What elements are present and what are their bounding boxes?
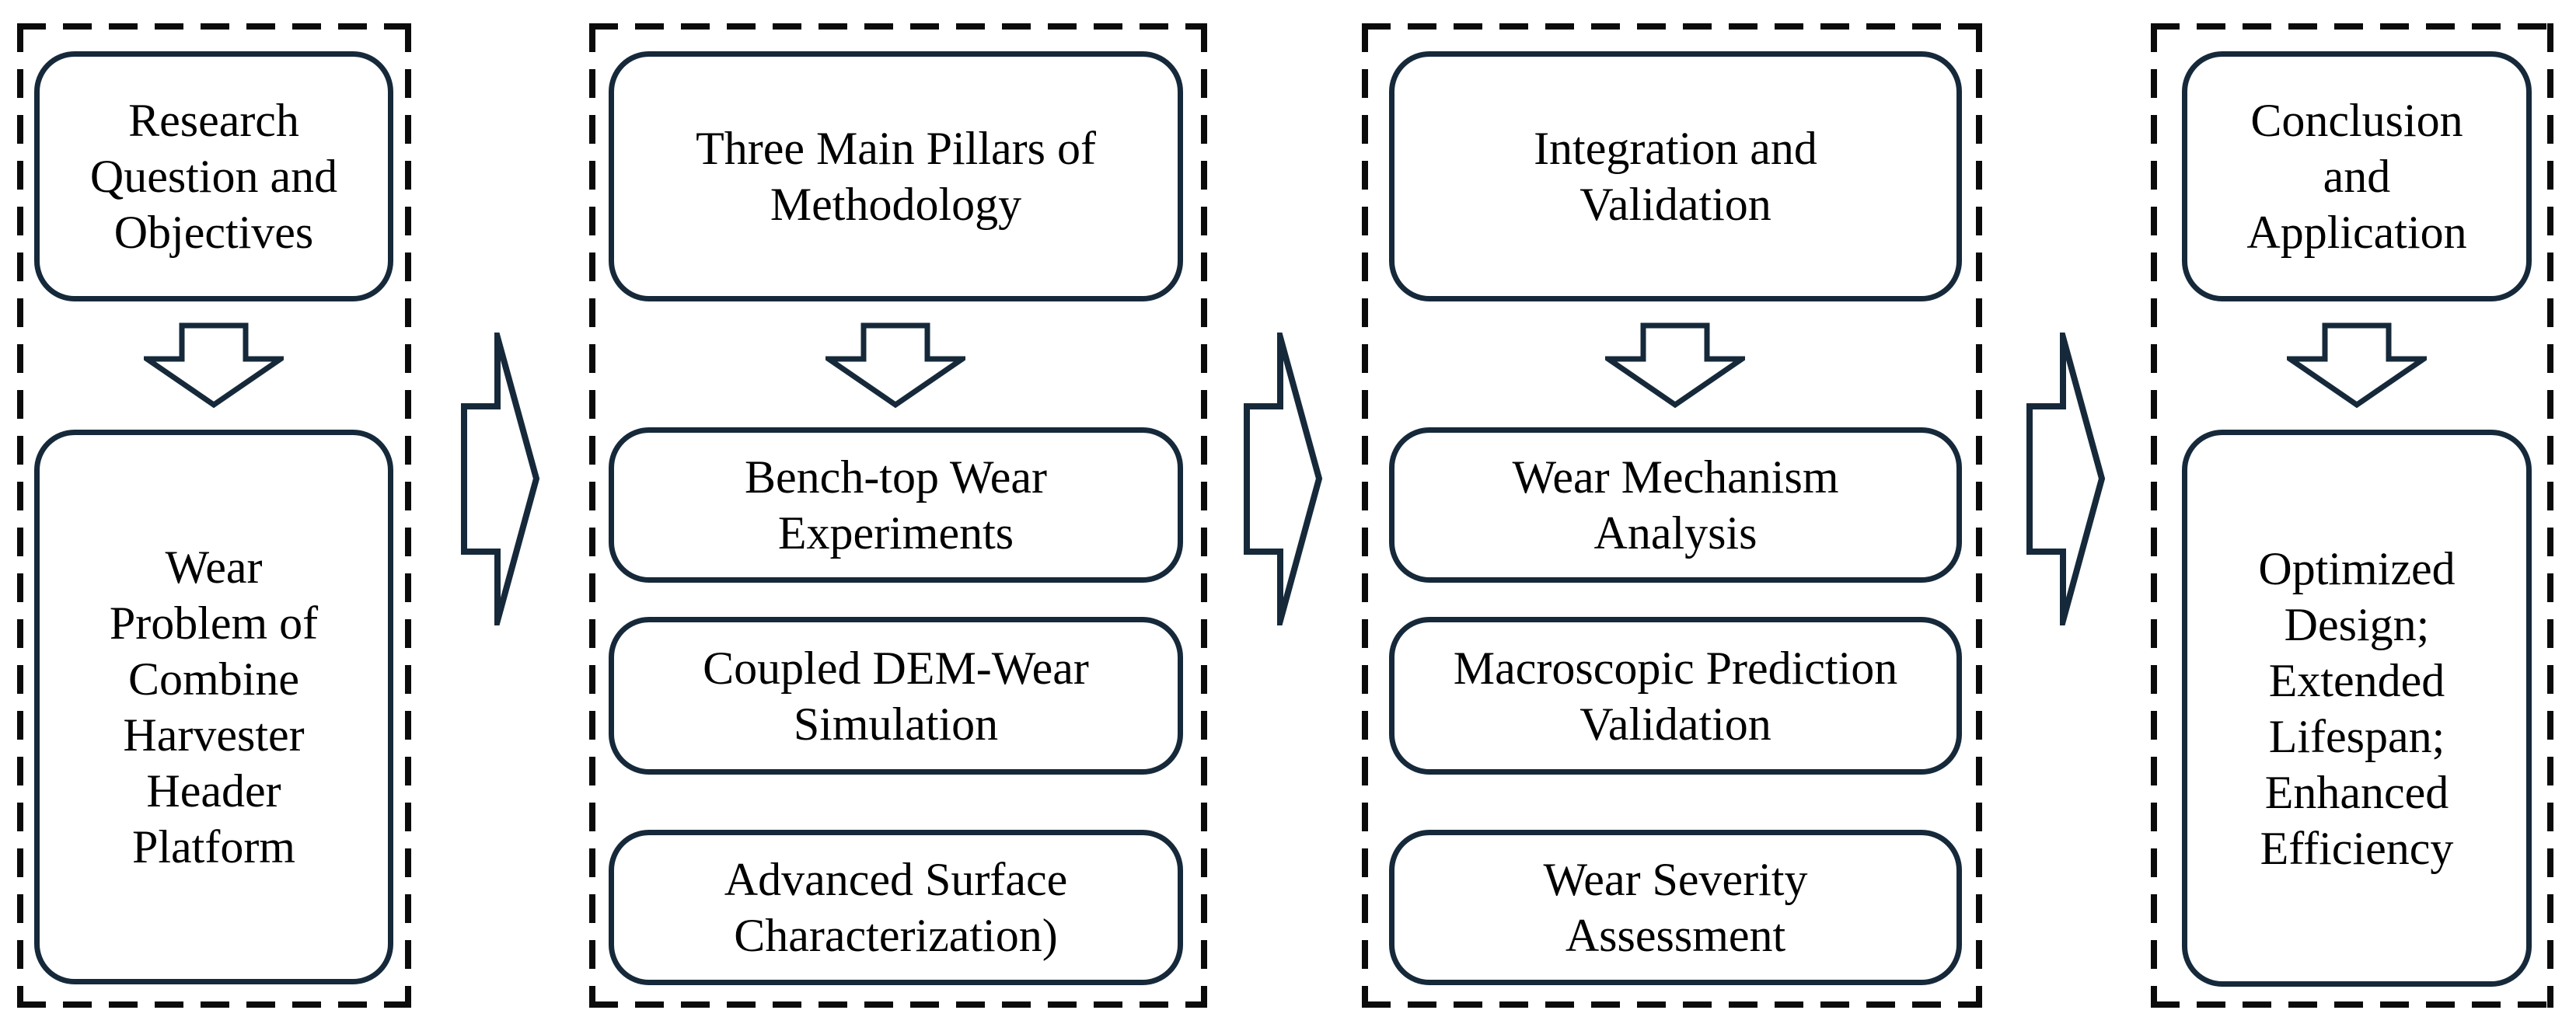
flow-box-surface-characterization: Advanced Surface Characterization) bbox=[609, 830, 1183, 985]
flow-box-label: Advanced Surface Characterization) bbox=[724, 854, 1068, 961]
flow-box-wear-severity-assessment: Wear Severity Assessment bbox=[1389, 830, 1962, 985]
flow-box-label: Bench-top Wear Experiments bbox=[745, 451, 1047, 559]
right-arrow-icon bbox=[1244, 333, 1323, 625]
stage-panel-methodology: Three Main Pillars of Methodology Bench-… bbox=[589, 23, 1207, 1008]
stage-panel-integration-validation: Integration and Validation Wear Mechanis… bbox=[1362, 23, 1982, 1008]
flow-box-label: Wear Mechanism Analysis bbox=[1512, 451, 1839, 559]
flow-box-conclusion-application: Conclusion and Application bbox=[2182, 51, 2532, 301]
flow-box-label: Integration and Validation bbox=[1534, 123, 1817, 230]
stage-panel-problem-definition: Research Question and Objectives Wear Pr… bbox=[17, 23, 411, 1008]
flow-box-optimized-outcomes: Optimized Design; Extended Lifespan; Enh… bbox=[2182, 430, 2532, 987]
flow-box-dem-wear-simulation: Coupled DEM-Wear Simulation bbox=[609, 617, 1183, 775]
flow-box-label: Wear Problem of Combine Harvester Header… bbox=[109, 542, 319, 873]
flow-box-label: Macroscopic Prediction Validation bbox=[1453, 642, 1898, 750]
right-arrow-icon bbox=[2026, 333, 2106, 625]
flow-box-wear-problem: Wear Problem of Combine Harvester Header… bbox=[34, 430, 393, 984]
stage-panel-conclusion: Conclusion and Application Optimized Des… bbox=[2151, 23, 2553, 1008]
down-arrow-icon bbox=[2287, 322, 2427, 408]
flow-box-benchtop-experiments: Bench-top Wear Experiments bbox=[609, 427, 1183, 583]
flow-box-integration-validation: Integration and Validation bbox=[1389, 51, 1962, 301]
flow-box-macroscopic-prediction: Macroscopic Prediction Validation bbox=[1389, 617, 1962, 775]
flow-box-research-question: Research Question and Objectives bbox=[34, 51, 393, 301]
flow-box-wear-mechanism-analysis: Wear Mechanism Analysis bbox=[1389, 427, 1962, 583]
flow-box-label: Research Question and Objectives bbox=[89, 95, 338, 258]
down-arrow-icon bbox=[826, 322, 965, 408]
right-arrow-icon bbox=[461, 333, 540, 625]
flow-box-label: Optimized Design; Extended Lifespan; Enh… bbox=[2258, 542, 2456, 874]
flow-box-three-pillars: Three Main Pillars of Methodology bbox=[609, 51, 1183, 301]
flow-box-label: Coupled DEM-Wear Simulation bbox=[703, 642, 1089, 750]
flow-box-label: Conclusion and Application bbox=[2246, 95, 2467, 258]
flow-box-label: Wear Severity Assessment bbox=[1543, 854, 1808, 961]
down-arrow-icon bbox=[1605, 322, 1745, 408]
down-arrow-icon bbox=[144, 322, 284, 408]
flow-box-label: Three Main Pillars of Methodology bbox=[696, 123, 1096, 230]
